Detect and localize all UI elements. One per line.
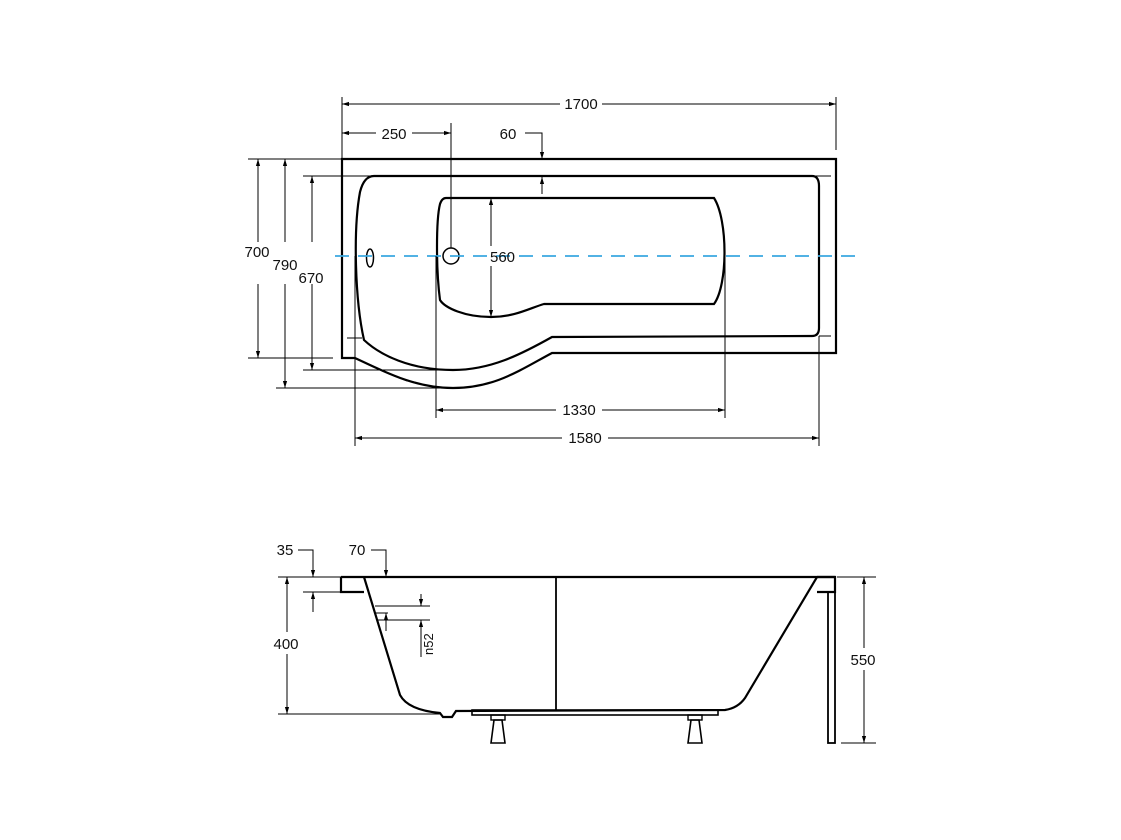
support-panel: [827, 591, 836, 744]
tub-inner-rim: [354, 174, 821, 372]
dim-1700: 1700: [564, 96, 597, 113]
dim-670: 670: [298, 270, 323, 287]
left-lip: [339, 577, 364, 594]
basin-outline: [435, 196, 726, 319]
top-view: 1700 250 60 700 790 670 560 1330 1580: [243, 96, 860, 447]
base-plate: [471, 709, 719, 716]
side-view: 35 70 n52 400 550: [273, 542, 876, 744]
dim-70: 70: [349, 542, 366, 559]
foot-left: [490, 714, 506, 744]
tub-body-profile: [362, 576, 818, 719]
dim-560: 560: [490, 249, 515, 266]
dim-1330: 1330: [562, 402, 595, 419]
dim-1580: 1580: [568, 430, 601, 447]
dim-60: 60: [500, 126, 517, 143]
dim-n52: n52: [421, 633, 436, 655]
overflow-icon: [365, 248, 375, 268]
right-lip: [817, 575, 837, 594]
foot-right: [687, 714, 703, 744]
tub-outer-outline: [340, 157, 838, 390]
dim-550: 550: [850, 652, 875, 669]
dim-700: 700: [244, 244, 269, 261]
dim-790: 790: [272, 257, 297, 274]
side-extension-lines: [278, 576, 876, 744]
dim-400: 400: [273, 636, 298, 653]
dim-35: 35: [277, 542, 294, 559]
dim-250: 250: [381, 126, 406, 143]
extension-lines: [248, 97, 837, 446]
